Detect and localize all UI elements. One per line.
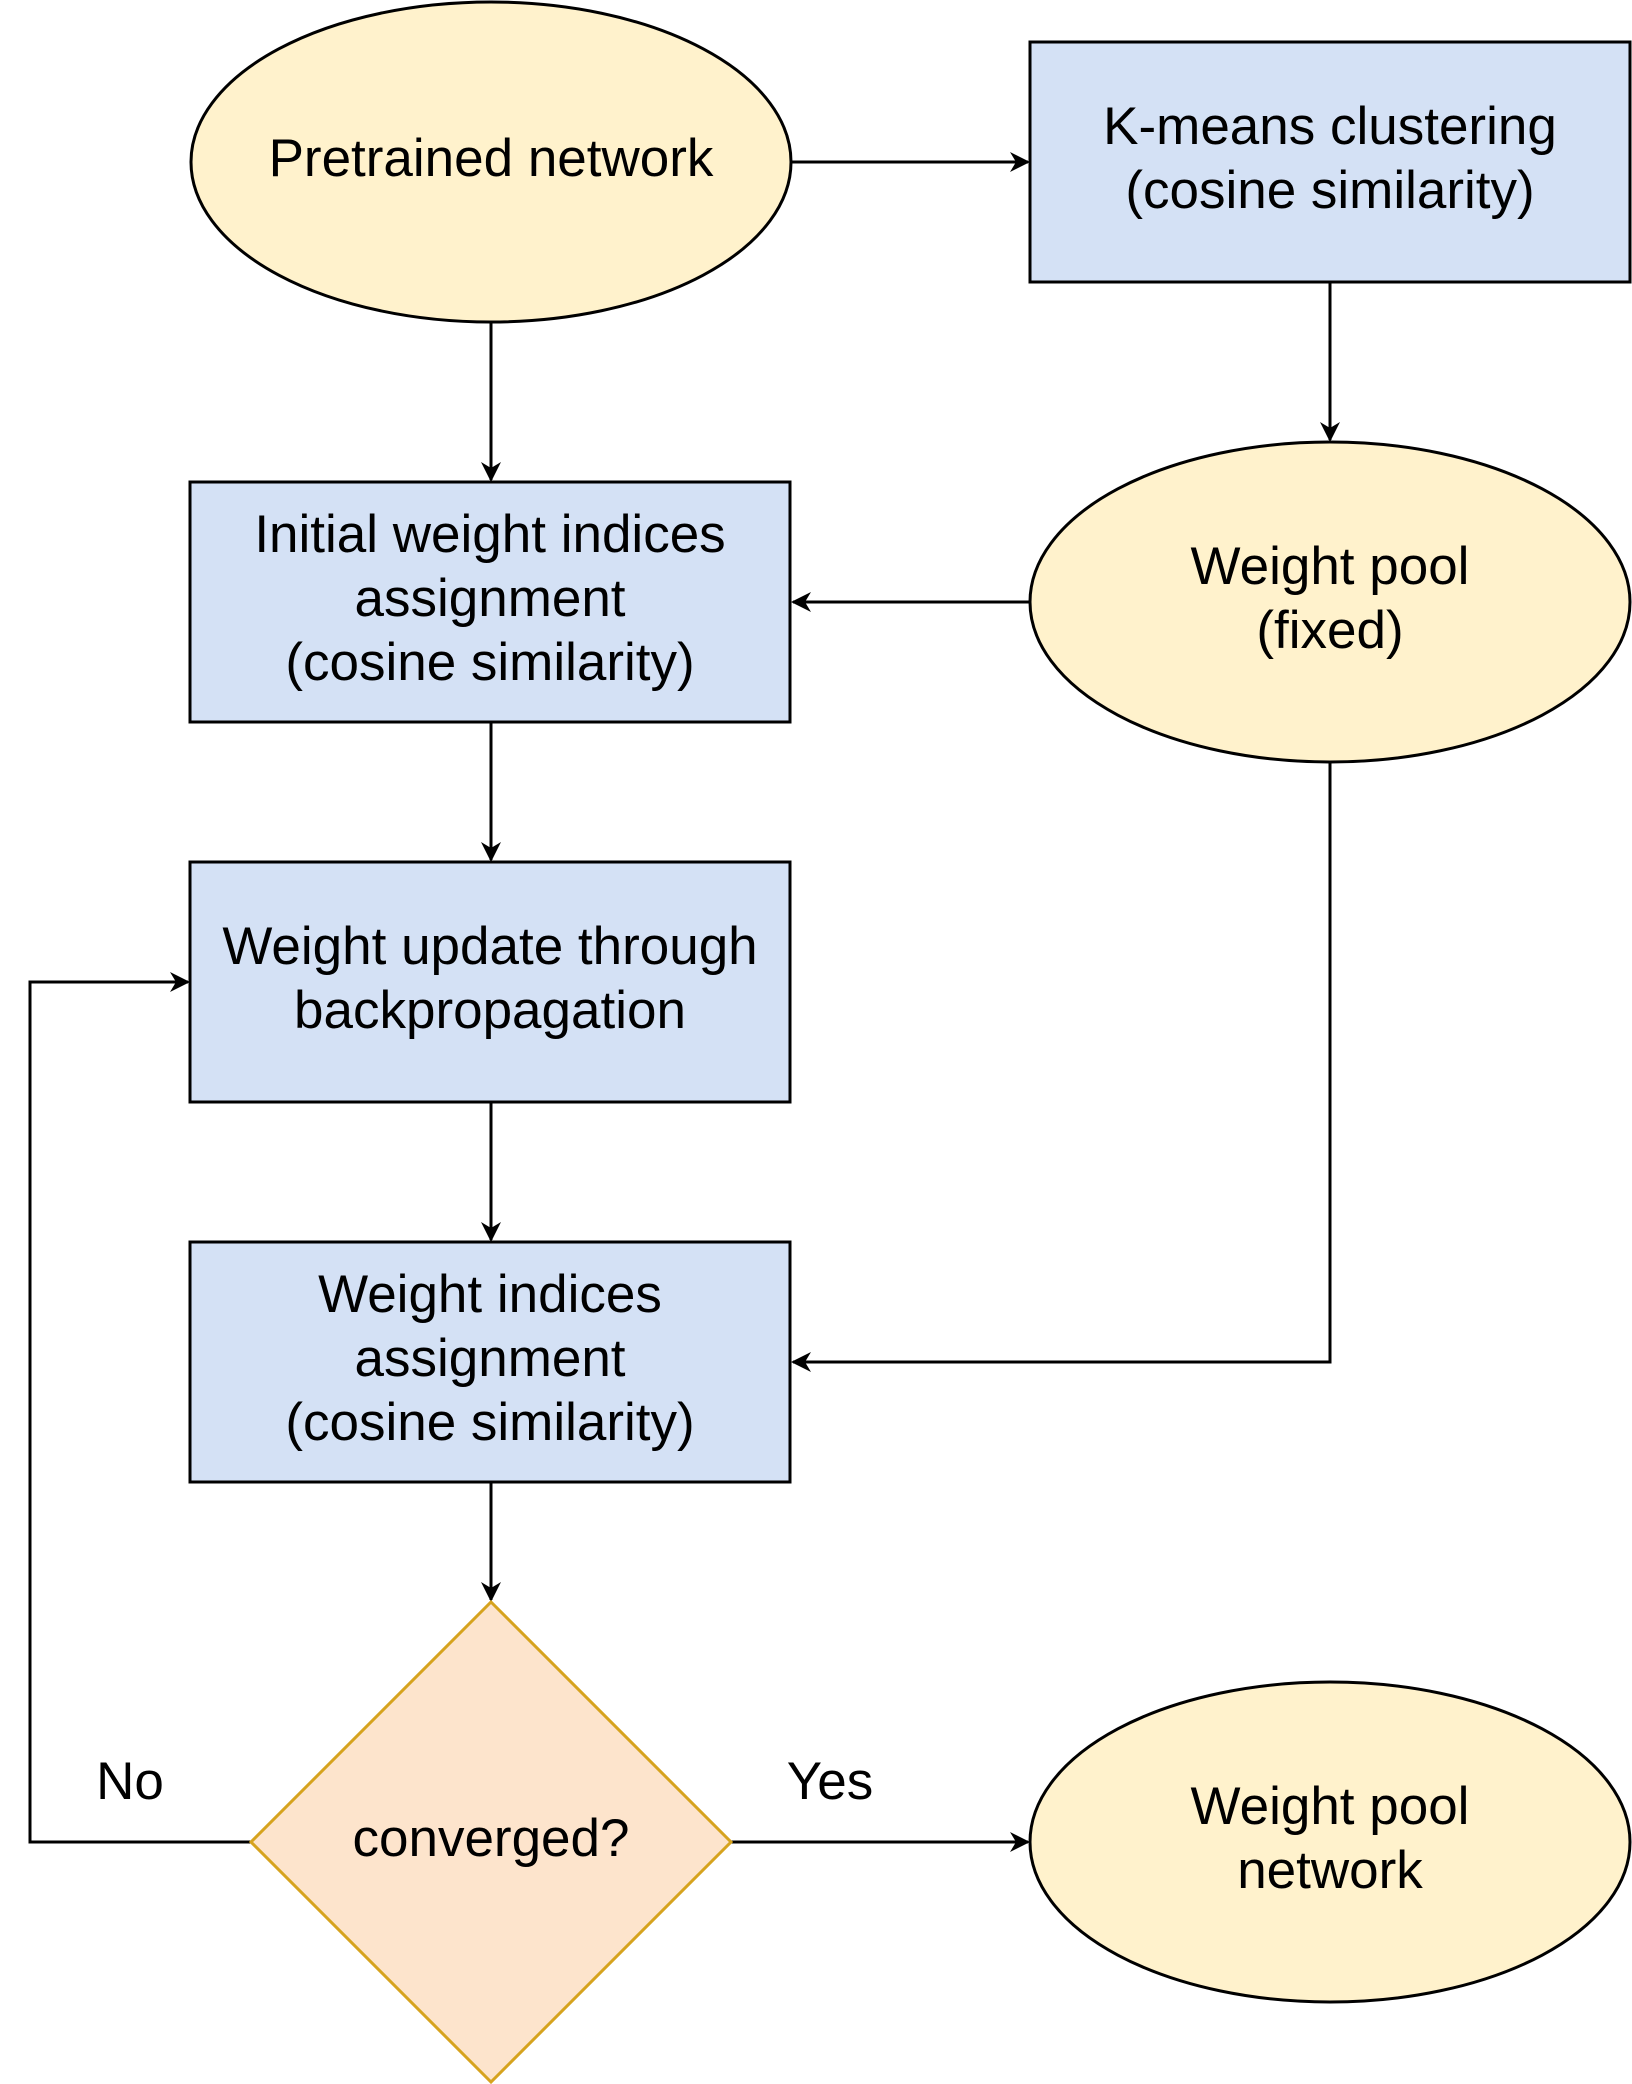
node-label-line: Weight indices (318, 1265, 662, 1324)
node-converged-decision-label: converged? (353, 1809, 630, 1868)
node-label-line: converged? (353, 1809, 630, 1868)
node-weight-pool-fixed: Weight pool(fixed) (1028, 440, 1632, 764)
edge-label-yes: Yes (787, 1752, 873, 1811)
edges (28, 152, 1340, 1852)
node-label-line: backpropagation (294, 981, 686, 1040)
node-kmeans-clustering: K-means clustering(cosine similarity) (1028, 40, 1632, 284)
node-label-line: (cosine similarity) (285, 1393, 694, 1452)
edge-converged-no-loop (28, 972, 251, 1844)
node-label-line: network (1237, 1841, 1423, 1900)
node-label-line: assignment (354, 1329, 625, 1388)
node-pretrained-network-label: Pretrained network (269, 129, 714, 188)
node-pretrained-network: Pretrained network (189, 0, 793, 324)
node-label-line: assignment (354, 569, 625, 628)
edge-label-no: No (96, 1752, 164, 1811)
node-label-line: Weight pool (1191, 537, 1470, 596)
node-kmeans-clustering-label: K-means clustering(cosine similarity) (1103, 97, 1557, 220)
node-label-line: K-means clustering (1103, 97, 1557, 156)
node-label-line: Weight update through (222, 917, 757, 976)
node-label-line: (cosine similarity) (285, 633, 694, 692)
node-label-line: (cosine similarity) (1125, 161, 1534, 220)
node-converged-decision: converged? (248, 1599, 734, 2084)
edge-weight-pool-to-indices-assign (791, 762, 1332, 1372)
node-label-line: (fixed) (1256, 601, 1403, 660)
node-label-line: Initial weight indices (254, 505, 725, 564)
node-label-line: Pretrained network (269, 129, 714, 188)
node-weight-pool-fixed-label: Weight pool(fixed) (1191, 537, 1470, 660)
node-label-line: Weight pool (1191, 1777, 1470, 1836)
